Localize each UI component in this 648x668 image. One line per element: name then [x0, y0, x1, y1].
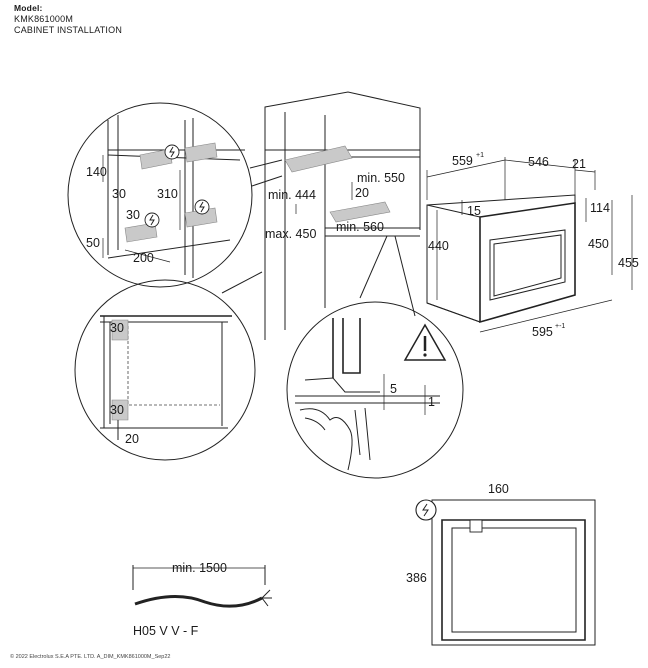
socket-detail-circle: 140 30 310 30 50 200	[67, 102, 253, 288]
dim-559: 559	[452, 154, 473, 168]
electric-bolt-icon-2	[199, 201, 205, 213]
cabinet-dimensions: min. 444 max. 450 min. 560 min. 550 20	[265, 171, 412, 241]
dim-595-sup: +-1	[555, 323, 565, 330]
vent-floor	[100, 420, 228, 440]
socket-patch-2	[184, 142, 218, 163]
socket-patch-4	[124, 222, 158, 243]
dim-595: 595	[532, 325, 553, 339]
dim-160: 160	[488, 482, 509, 496]
electric-bolt-icon	[169, 146, 175, 158]
vent-30-top: 30	[110, 321, 124, 335]
vent-appliance-dashed	[127, 326, 220, 406]
oven-appliance-drawing: 559 +1 546 21 15 114 440 450 455 595 +-1	[426, 152, 639, 339]
dim-min-550: min. 550	[357, 171, 405, 185]
dim-5: 5	[390, 382, 397, 396]
gap-wood-grain-2	[304, 407, 371, 461]
dim-559-sup: +1	[476, 152, 484, 159]
gap-shelf	[295, 395, 440, 404]
footer-copyright: © 2022 Electrolux S.E.A PTE. LTD. A_DIM_…	[10, 654, 171, 660]
dim-21-line	[574, 169, 596, 173]
dim-310: 310	[157, 187, 178, 201]
vent-cabinet	[100, 316, 228, 428]
socket-panels	[107, 115, 194, 278]
electric-bolt-icon-3	[149, 214, 155, 226]
cable-body	[134, 594, 263, 608]
oven-side-edges	[426, 204, 481, 323]
socket-patch-1	[139, 148, 173, 170]
ventilation-detail-circle: 30 30 20	[74, 279, 256, 461]
dim-max-450: max. 450	[265, 227, 316, 241]
dim-cab-20: 20	[355, 186, 369, 200]
vent-bottom-patch	[111, 399, 129, 421]
dim-114: 114	[590, 201, 610, 215]
dim-386: 386	[406, 571, 427, 585]
gap-wood-grain	[299, 408, 353, 471]
dim-455: 455	[618, 256, 639, 270]
dim-140: 140	[86, 165, 107, 179]
rear-oven-inner	[451, 527, 577, 633]
gap-detail-circle: 5 1	[286, 301, 464, 479]
dim-min-560: min. 560	[336, 220, 384, 234]
cable-type: H05 V V - F	[133, 624, 199, 638]
dim-440: 440	[428, 239, 449, 253]
dim-30-top: 30	[112, 187, 126, 201]
callout-line-3	[394, 235, 416, 317]
page-title: CABINET INSTALLATION	[14, 25, 123, 35]
gap-oven-profile	[332, 318, 361, 378]
socket-circle-outline	[67, 102, 253, 288]
callout-line-1	[249, 159, 283, 169]
dim-546: 546	[528, 155, 549, 169]
rear-cabinet	[431, 499, 596, 646]
cabinet-socket-patch	[284, 145, 353, 173]
model-label: Model:	[14, 3, 43, 13]
rear-oven-outline	[441, 519, 586, 641]
rear-view-drawing: 160 386	[406, 482, 596, 646]
vent-30-bottom: 30	[110, 403, 124, 417]
header-block: Model: KMK861000M CABINET INSTALLATION	[14, 3, 122, 36]
dim-21: 21	[572, 157, 586, 171]
dim-546-line	[504, 159, 576, 169]
gap-oven-bottom	[304, 377, 380, 393]
cable-wires	[261, 589, 272, 607]
dim-50: 50	[86, 236, 100, 250]
dim-450: 450	[588, 237, 609, 251]
cabinet-top-box	[264, 91, 421, 151]
vent-20: 20	[125, 432, 139, 446]
oven-front-frame	[479, 202, 576, 324]
cabinet-drawing	[221, 91, 421, 340]
dim-1: 1	[428, 395, 435, 409]
callout-line-5	[221, 271, 263, 294]
cabinet-vent-patch	[329, 201, 391, 223]
rear-bolt-icon	[422, 503, 429, 517]
vent-top-patch	[111, 319, 129, 341]
dim-200: 200	[133, 251, 154, 265]
dim-min-444: min. 444	[268, 188, 316, 202]
callout-line-2	[251, 175, 283, 187]
gap-circle-outline	[286, 301, 464, 479]
cable-min-1500: min. 1500	[172, 561, 227, 575]
cable-ends	[132, 565, 266, 590]
dim-559-line	[426, 159, 506, 178]
rear-connection-box	[469, 519, 483, 533]
dim-595-line	[479, 299, 613, 333]
dim-30-mid: 30	[126, 208, 140, 222]
cable-drawing: min. 1500 H05 V V - F	[132, 561, 272, 638]
warning-dot-icon	[423, 353, 427, 357]
dim-15: 15	[467, 204, 481, 218]
dim-200-line	[124, 249, 171, 263]
ventilation-circle-outline	[74, 279, 256, 461]
oven-door-inner	[493, 234, 562, 297]
oven-dim-ext	[426, 157, 596, 200]
oven-door-window	[489, 229, 566, 301]
model-number: KMK861000M	[14, 14, 74, 24]
callout-line-4	[359, 235, 388, 299]
